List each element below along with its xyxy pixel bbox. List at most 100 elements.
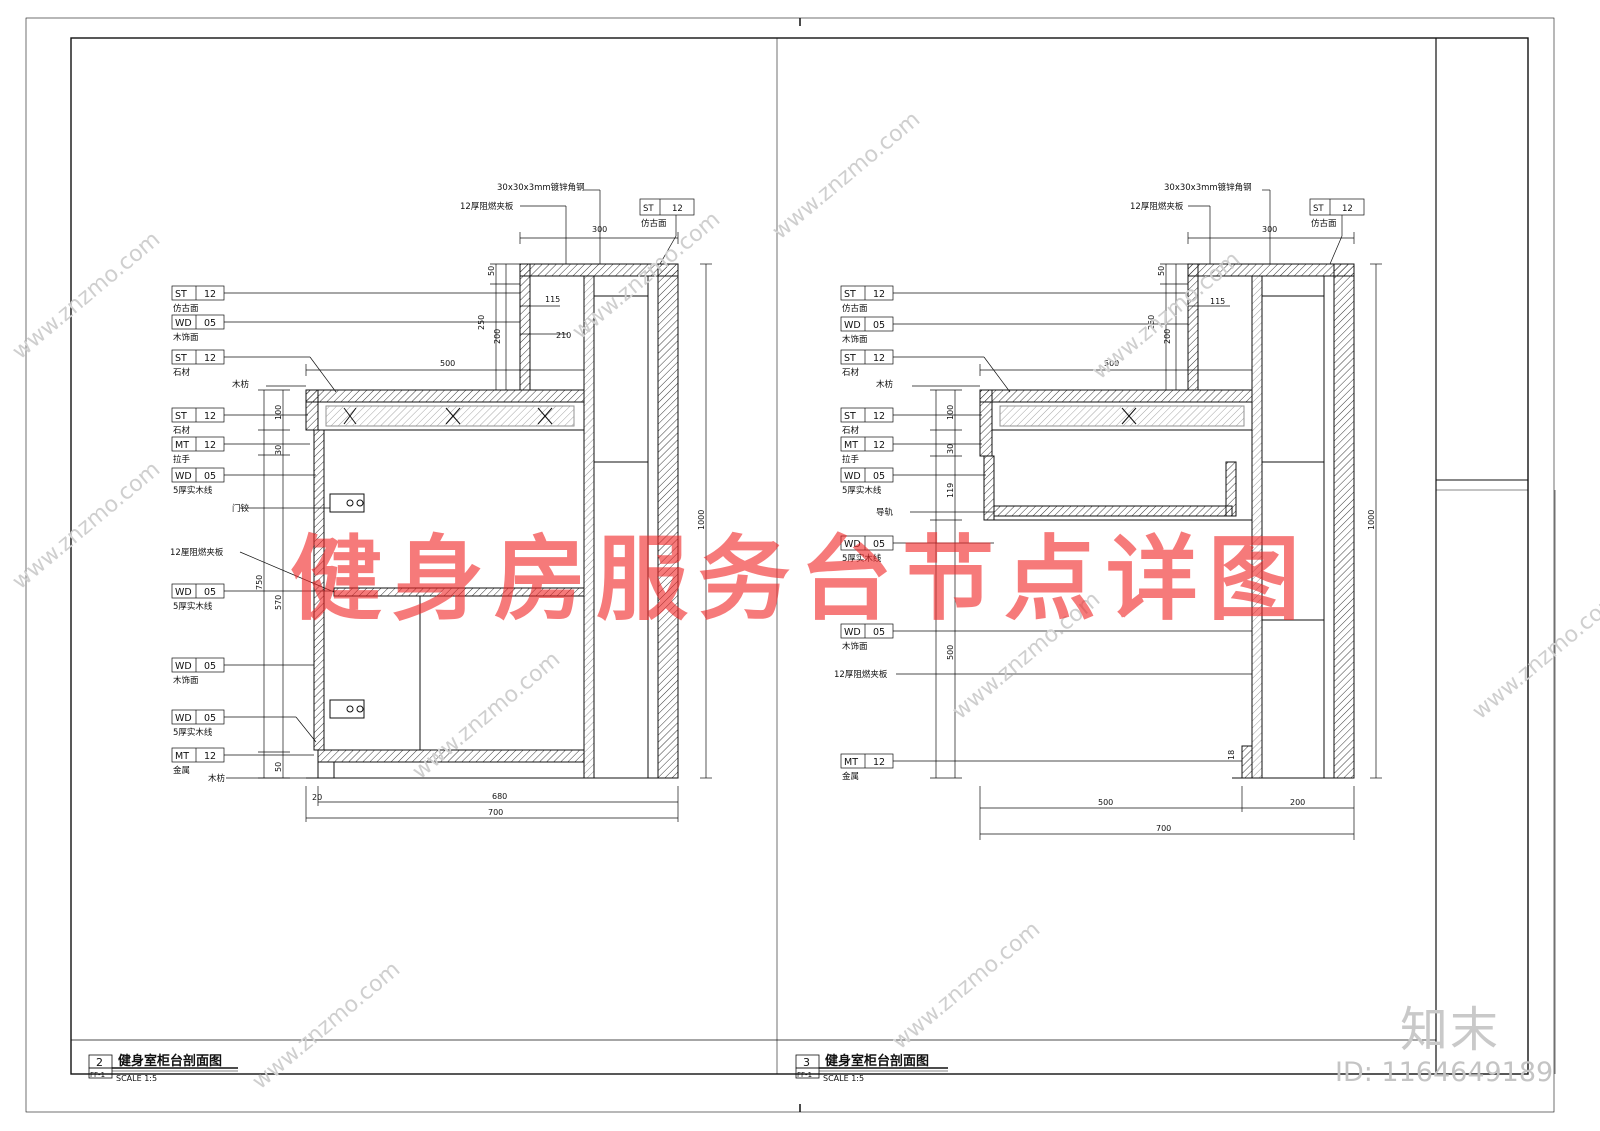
dim-100: 100 [274, 405, 283, 420]
tag-code: ST [844, 411, 856, 422]
dim-text-right: 300 500 115 50 250 200 1000 18 [1104, 225, 1376, 760]
top-annotations-right [979, 189, 1382, 779]
title-block-right [795, 1054, 948, 1079]
tag-desc: 仿古面 [842, 303, 868, 314]
title-text-right: 3 FF-1 健身室柜台剖面图 SCALE 1:5 [797, 1053, 929, 1083]
dim-500: 500 [1104, 359, 1119, 368]
sheet-frame [25, 17, 1556, 1113]
side-dims-right [930, 389, 1355, 840]
dim-200: 200 [493, 329, 502, 344]
tag-text-left: ST 12 仿古面 WD 05 木饰面 ST 12 石材 木枋 ST 12 石材… [170, 289, 250, 784]
dim-210: 210 [556, 331, 571, 340]
dim-300: 300 [1262, 225, 1277, 234]
note-panel: 12厚阻燃夹板 [834, 669, 888, 680]
tag-num: 05 [204, 471, 216, 482]
image-id: ID: 1164649189 [1335, 1057, 1554, 1088]
tag-list-right [840, 285, 1252, 769]
section-title: 健身室柜台剖面图 [118, 1053, 222, 1069]
section-title: 健身室柜台剖面图 [825, 1053, 929, 1069]
tag-code: WD [844, 539, 861, 550]
section-right: 300 500 115 50 250 200 1000 18 30x30x3mm… [795, 182, 1382, 1083]
note-antique: 仿古面 [641, 218, 667, 229]
tag-num: 05 [873, 627, 885, 638]
tag-num: 12 [204, 440, 216, 451]
tag-num: 05 [873, 471, 885, 482]
tag-code: WD [175, 471, 192, 482]
tag-desc: 石材 [842, 367, 860, 378]
tag-desc: 木饰面 [842, 334, 868, 345]
tag-desc: 拉手 [842, 454, 860, 465]
tag-list-left [171, 285, 520, 779]
tag-code: ST [175, 353, 187, 364]
sheet-ref: FF-1 [797, 1071, 812, 1079]
site-watermark: www.znzmo.com [1088, 247, 1245, 385]
note-panel: 12厘阻燃夹板 [170, 547, 224, 558]
tag-num: 12 [1342, 204, 1353, 214]
dim-50: 50 [1157, 266, 1166, 276]
note-angle-steel: 30x30x3mm镀锌角钢 [497, 182, 585, 193]
title-text-left: 2 FF-1 健身室柜台剖面图 SCALE 1:5 [90, 1053, 222, 1083]
tag-code: ST [1313, 204, 1324, 214]
dim-250: 250 [1147, 315, 1156, 330]
cabinet-body-left [305, 263, 679, 779]
cabinet-body-right [979, 263, 1355, 779]
tag-num: 05 [204, 587, 216, 598]
dim-570: 570 [274, 595, 283, 610]
tag-desc: 仿古面 [173, 303, 199, 314]
dim-250: 250 [477, 315, 486, 330]
dim-750: 750 [255, 575, 264, 590]
site-watermark: www.znzmo.com [8, 227, 165, 365]
tag-code: MT [175, 751, 189, 762]
tag-text-right: ST 12 仿古面 WD 05 木饰面 ST 12 石材 木枋 ST 12 石材… [834, 289, 894, 782]
tag-desc: 5厚实木线 [173, 485, 213, 496]
tag-num: 05 [204, 661, 216, 672]
side-dim-text-left: 100 30 750 570 50 20 680 700 [255, 405, 507, 817]
tag-num: 12 [204, 289, 216, 300]
sheet-ref: FF-1 [90, 1071, 105, 1079]
scale-label: SCALE 1:5 [116, 1074, 157, 1083]
tag-code: ST [844, 353, 856, 364]
note-plywood: 12厚阻燃夹板 [460, 201, 514, 212]
tag-desc: 金属 [842, 771, 859, 782]
dim-100: 100 [946, 405, 955, 420]
tag-code: MT [844, 757, 858, 768]
note-rail: 导轨 [876, 507, 894, 518]
dim-700: 700 [488, 808, 503, 817]
tag-num: 12 [873, 289, 885, 300]
tag-desc: 木饰面 [173, 332, 199, 343]
dim-30: 30 [274, 445, 283, 455]
tag-code: MT [844, 440, 858, 451]
tag-desc: 5厚实木线 [173, 727, 213, 738]
dim-500: 500 [440, 359, 455, 368]
tag-desc: 拉手 [173, 454, 191, 465]
side-dims-left [258, 389, 679, 822]
note-wood-strip-2: 木枋 [208, 773, 226, 784]
tag-desc: 木饰面 [173, 675, 199, 686]
tag-desc: 石材 [173, 367, 191, 378]
tag-num: 12 [672, 204, 683, 214]
site-watermark: www.znzmo.com [408, 647, 565, 785]
side-dim-text-right: 100 30 119 500 500 200 700 [946, 405, 1305, 833]
tag-code: WD [175, 661, 192, 672]
dim-50b: 50 [274, 762, 283, 772]
tag-code: ST [175, 411, 187, 422]
dim-18: 18 [1227, 750, 1236, 760]
tag-num: 12 [204, 353, 216, 364]
dim-119: 119 [946, 483, 955, 498]
site-watermark: www.znzmo.com [888, 917, 1045, 1055]
dim-680: 680 [492, 792, 507, 801]
tag-code: ST [844, 289, 856, 300]
section-number: 2 [96, 1056, 103, 1069]
dim-700: 700 [1156, 824, 1171, 833]
tag-code: WD [175, 713, 192, 724]
dim-30: 30 [946, 444, 955, 454]
top-note-text-right: 30x30x3mm镀锌角钢 12厚阻燃夹板 仿古面 ST 12 [1130, 182, 1353, 229]
site-watermark: www.znzmo.com [768, 107, 925, 245]
tag-desc: 木饰面 [842, 641, 868, 652]
tag-num: 05 [204, 318, 216, 329]
tag-num: 12 [204, 411, 216, 422]
tag-desc: 金属 [173, 765, 190, 776]
tag-num: 12 [873, 353, 885, 364]
tag-num: 05 [873, 539, 885, 550]
